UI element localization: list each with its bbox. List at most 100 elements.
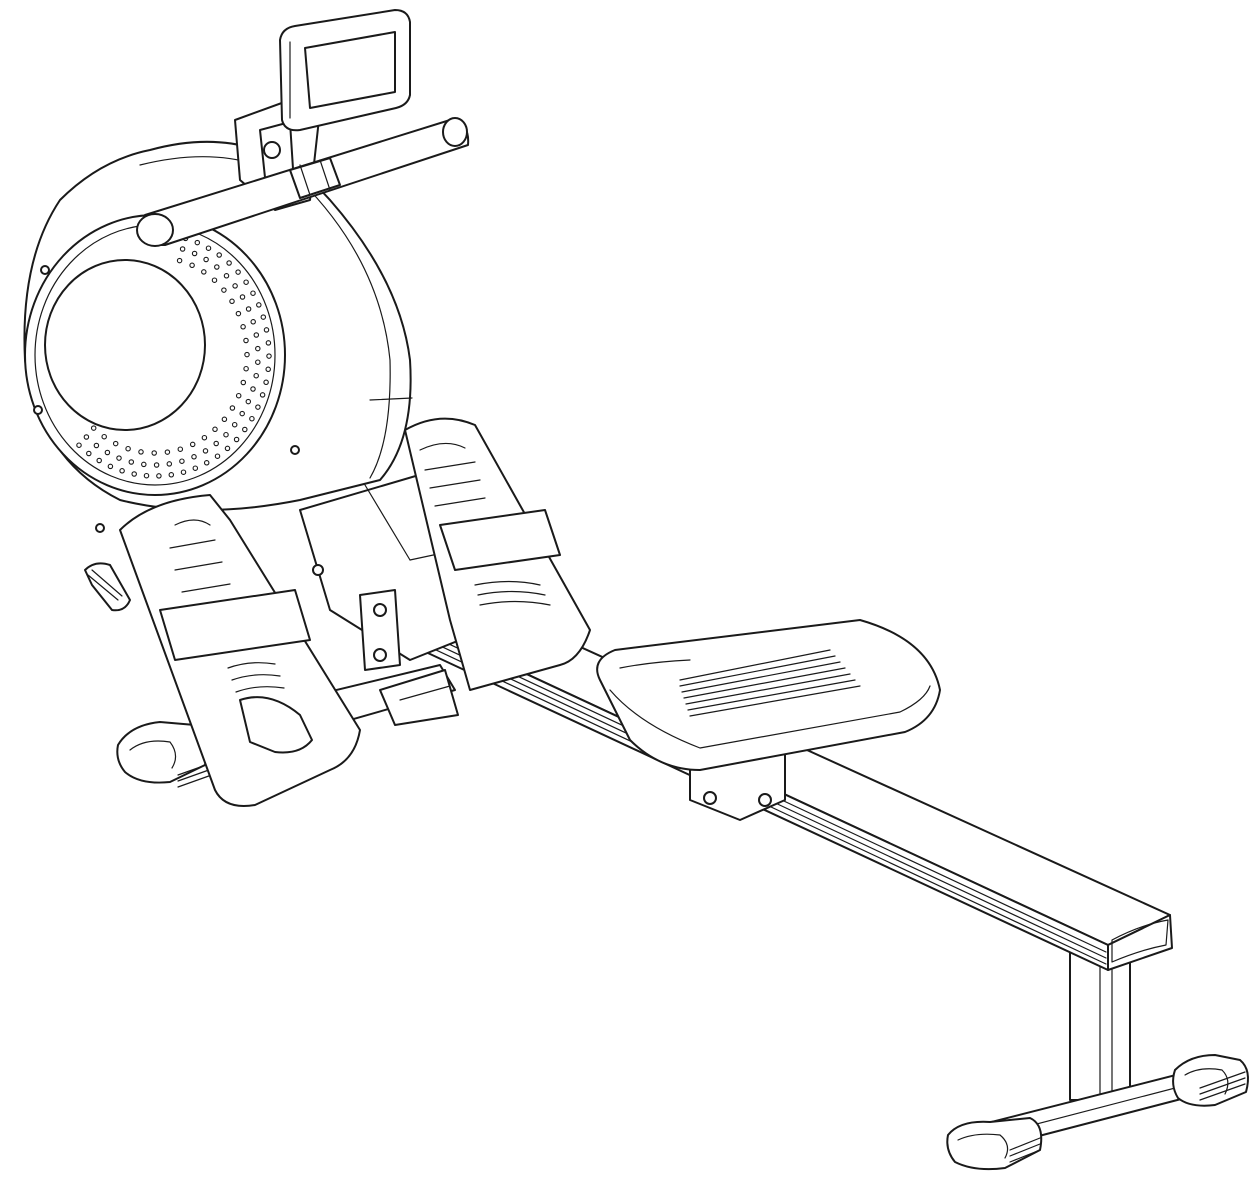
vent-hole: [151, 450, 157, 456]
vent-hole: [138, 449, 144, 455]
vent-hole: [243, 337, 249, 344]
vent-hole: [242, 426, 248, 433]
vent-hole: [131, 471, 137, 477]
vent-hole: [265, 366, 271, 373]
vent-hole: [153, 462, 160, 468]
vent-hole: [202, 448, 209, 454]
seat: [596, 619, 941, 771]
vent-hole: [221, 416, 228, 423]
vent-hole: [128, 459, 135, 465]
vent-hole: [107, 463, 114, 470]
vent-hole: [255, 345, 261, 352]
vent-hole: [245, 398, 252, 405]
vent-hole: [266, 353, 272, 359]
handle-bar: [136, 117, 470, 247]
vent-hole: [76, 442, 82, 448]
vent-hole: [166, 461, 173, 467]
vent-hole: [112, 440, 119, 447]
vent-hole: [239, 410, 245, 417]
vent-hole: [250, 319, 256, 325]
vent-hole: [235, 392, 242, 399]
vent-hole: [96, 457, 102, 464]
vent-hole: [205, 245, 212, 251]
vent-hole: [233, 436, 240, 443]
vent-hole: [235, 310, 242, 317]
vent-hole: [156, 473, 162, 479]
vent-hole: [239, 294, 246, 300]
vent-hole: [189, 441, 196, 448]
vent-hole: [90, 425, 97, 431]
vent-hole: [256, 302, 262, 308]
vent-hole: [244, 351, 250, 358]
seat-carriage: [689, 739, 786, 821]
vent-hole: [229, 298, 235, 305]
vent-hole: [214, 264, 220, 270]
vent-hole: [240, 379, 247, 386]
vent-hole: [141, 461, 147, 468]
vent-hole: [243, 365, 249, 372]
vent-hole: [214, 453, 221, 459]
vent-hole: [224, 445, 231, 452]
vent-hole: [189, 262, 195, 269]
vent-hole: [211, 277, 218, 283]
vent-hole: [226, 260, 232, 266]
vent-hole: [164, 449, 171, 455]
vent-hole: [201, 434, 208, 441]
vent-hole: [235, 269, 241, 275]
vent-hole: [179, 246, 186, 252]
vent-hole: [240, 324, 246, 330]
vent-hole: [143, 472, 150, 479]
vent-hole: [250, 386, 256, 392]
vent-hole: [212, 426, 218, 433]
rear-stabilizer-foot-left: [946, 1117, 1043, 1171]
vent-hole: [223, 273, 230, 279]
vent-hole: [260, 314, 267, 320]
vent-hole: [221, 287, 227, 293]
vent-hole: [203, 256, 209, 263]
vent-hole: [250, 290, 256, 296]
vent-hole: [194, 239, 201, 246]
vent-hole: [192, 465, 199, 471]
vent-hole: [253, 332, 260, 338]
display-console: [279, 9, 411, 132]
vent-hole: [168, 472, 175, 478]
vent-hole: [86, 450, 92, 457]
vent-hole: [255, 359, 261, 365]
vent-hole: [191, 250, 198, 257]
flywheel-vent-holes: [76, 235, 272, 479]
vent-hole: [177, 446, 184, 452]
vent-hole: [201, 269, 207, 275]
vent-hole: [180, 469, 187, 475]
vent-hole: [265, 340, 272, 346]
vent-hole: [229, 405, 236, 411]
vent-hole: [119, 468, 125, 474]
vent-hole: [263, 327, 270, 333]
vent-hole: [232, 283, 238, 289]
vent-hole: [203, 460, 210, 466]
vent-hole: [191, 454, 197, 460]
footrest-right: [404, 417, 591, 691]
vent-hole: [243, 279, 249, 285]
vent-hole: [245, 306, 252, 312]
vent-hole: [125, 445, 131, 452]
vent-hole: [263, 379, 269, 386]
footrest-left: [119, 494, 361, 807]
rear-stabilizer-foot-right: [1172, 1054, 1249, 1107]
vent-hole: [93, 442, 100, 449]
vent-hole: [116, 455, 122, 461]
vent-hole: [216, 252, 222, 258]
vent-hole: [101, 433, 107, 440]
vent-hole: [83, 434, 90, 440]
vent-hole: [213, 440, 219, 447]
vent-hole: [259, 392, 266, 398]
vent-hole: [179, 458, 185, 464]
vent-hole: [253, 372, 259, 379]
vent-hole: [104, 449, 111, 456]
vent-hole: [223, 431, 229, 438]
vent-hole: [231, 421, 238, 428]
vent-hole: [249, 415, 255, 422]
tension-knob: [84, 562, 131, 612]
vent-hole: [176, 257, 183, 264]
vent-hole: [255, 404, 261, 410]
